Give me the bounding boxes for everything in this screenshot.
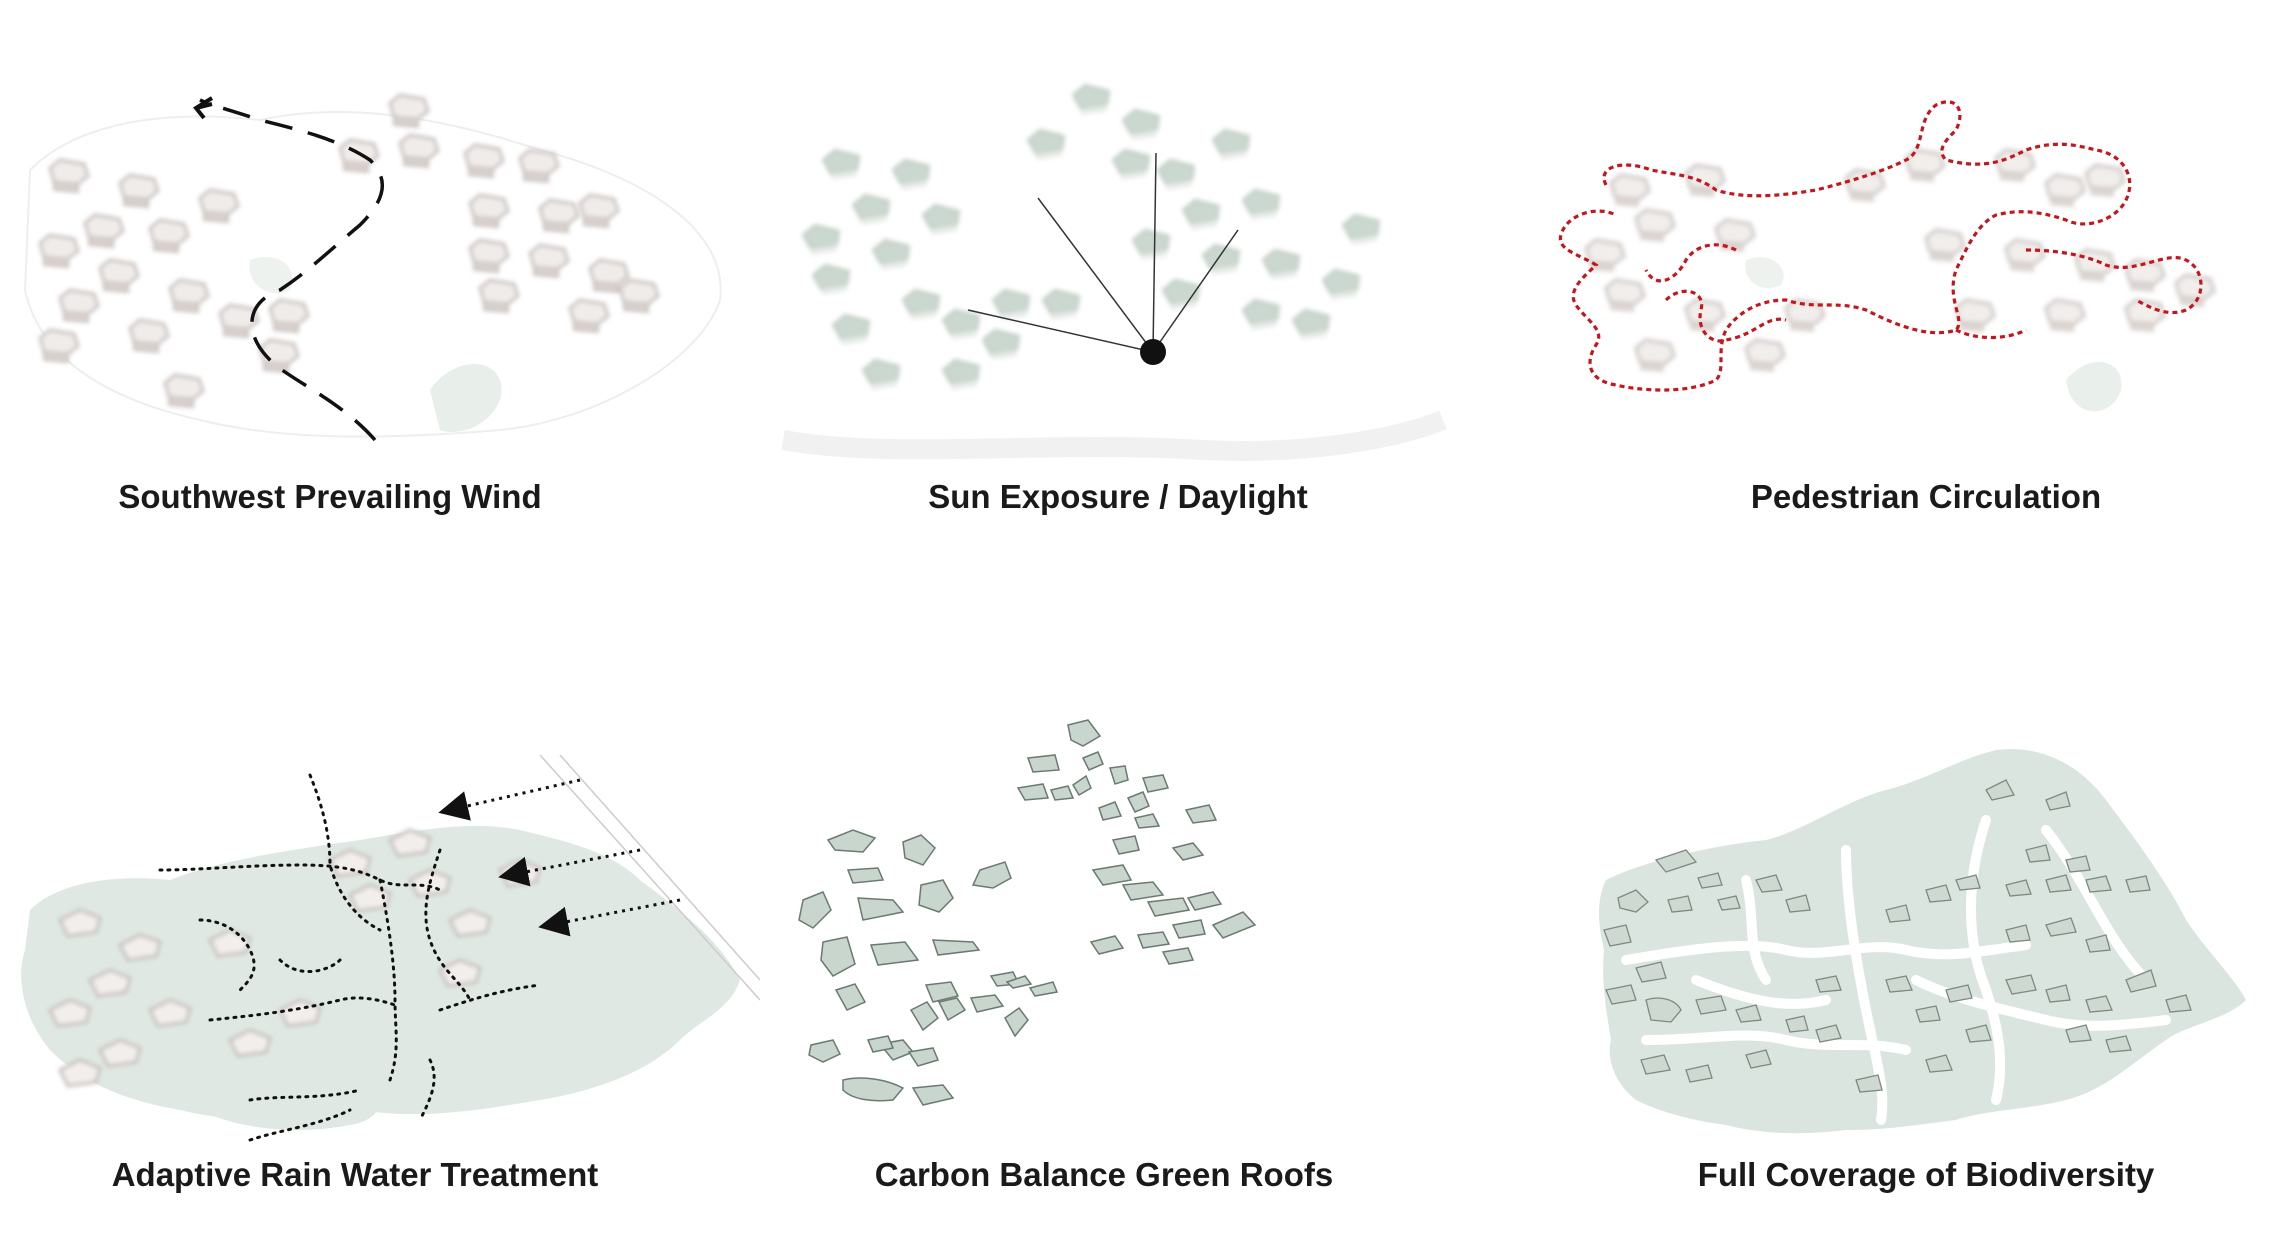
building-cluster [47,828,542,1088]
sun-rays [967,152,1239,353]
biodiversity-diagram-panel: Full Coverage of Biodiversity [1486,680,2246,1240]
wind-diagram-panel: Southwest Prevailing Wind [0,0,760,560]
building-cluster [1603,779,2192,1093]
river-lines [539,754,760,1001]
building-cluster [802,84,1380,391]
diagram-title: Adaptive Rain Water Treatment [111,1156,599,1193]
drainage-network [158,773,542,1142]
rainwater-diagram-panel: Adaptive Rain Water Treatment [0,680,760,1240]
site-ground [1745,257,2122,412]
site-ground [23,110,722,438]
diagram-title: Full Coverage of Biodiversity [1697,1156,2155,1193]
building-cluster [38,93,660,409]
biodiversity-diagram [1599,749,2246,1134]
pedestrian-path [1558,100,2203,392]
diagram-title: Carbon Balance Green Roofs [874,1156,1334,1193]
green-roof-cluster [798,719,1257,1106]
sun-diagram-panel: Sun Exposure / Daylight [743,0,1503,560]
wind-diagram [23,93,722,442]
wind-path [199,98,385,442]
green-roofs-diagram-panel: Carbon Balance Green Roofs [743,680,1503,1240]
pedestrian-diagram [1558,100,2216,412]
diagram-title: Southwest Prevailing Wind [118,478,542,515]
green-ground [21,825,740,1130]
sun-diagram [781,84,1447,461]
pedestrian-diagram-panel: Pedestrian Circulation [1486,0,2246,560]
rain-flow-arrow-icon [438,778,681,937]
diagram-title: Pedestrian Circulation [1750,478,2102,515]
rainwater-diagram [21,754,760,1142]
sun-point-icon [1140,339,1166,365]
wind-arrow-icon [193,96,214,120]
building-cluster [1584,148,2216,374]
diagram-title: Sun Exposure / Daylight [928,478,1308,515]
green-roofs-diagram [798,719,1257,1106]
